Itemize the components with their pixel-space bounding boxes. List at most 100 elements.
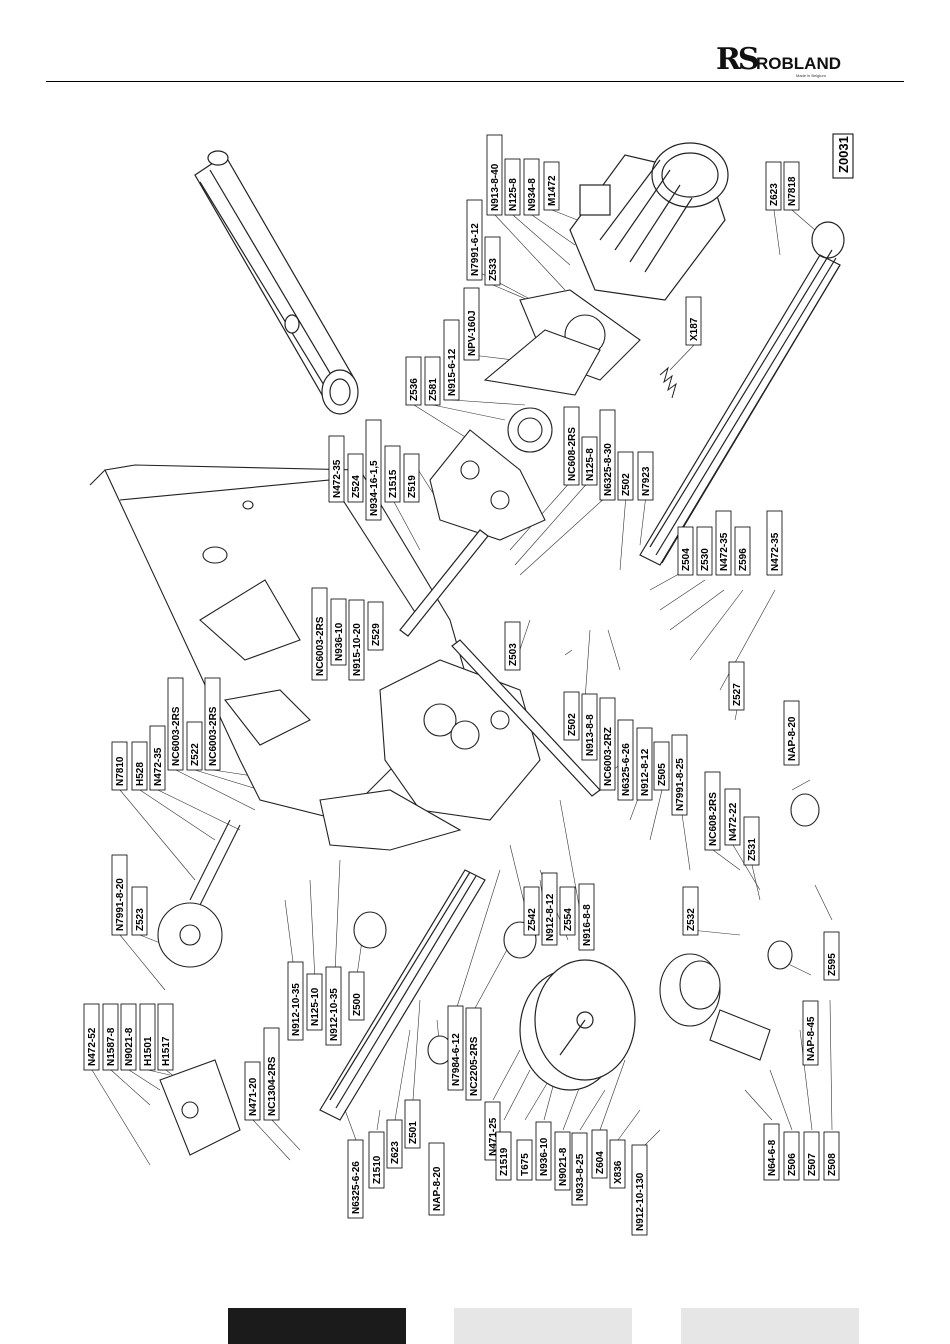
svg-text:NC6003-2RS: NC6003-2RS (315, 616, 326, 676)
pulley-bearing-housing (429, 407, 553, 541)
part-label: N7923 (637, 451, 654, 501)
svg-text:NAP-8-20: NAP-8-20 (432, 1166, 443, 1211)
part-label: T675 (516, 1139, 533, 1181)
part-label: NPV-160J (463, 287, 480, 361)
part-label: Z522 (186, 721, 203, 771)
part-label: N7810 (111, 741, 128, 791)
svg-text:N9021-8: N9021-8 (124, 1027, 135, 1066)
svg-text:Z533: Z533 (488, 258, 499, 281)
svg-text:N912-10-130: N912-10-130 (635, 1172, 646, 1231)
part-label: N471-20 (244, 1061, 261, 1121)
svg-text:N916-8-8: N916-8-8 (582, 904, 593, 946)
svg-text:Z527: Z527 (732, 683, 743, 706)
part-label: NC1304-2RS (263, 1027, 280, 1121)
svg-text:N934-16-1,5: N934-16-1,5 (369, 460, 380, 516)
svg-text:N913-8-40: N913-8-40 (490, 163, 501, 211)
part-label: N9021-8 (554, 1131, 571, 1191)
svg-text:Z508: Z508 (827, 1153, 838, 1176)
svg-text:Z532: Z532 (686, 908, 697, 931)
svg-text:Z531: Z531 (747, 838, 758, 861)
svg-text:Z1519: Z1519 (499, 1147, 510, 1176)
part-label: Z595 (823, 931, 840, 981)
part-label: N7991-8-25 (671, 734, 688, 816)
part-label: Z554 (559, 886, 576, 936)
svg-text:Z506: Z506 (787, 1153, 798, 1176)
motor-plate (483, 289, 641, 396)
svg-text:Z502: Z502 (567, 713, 578, 736)
part-label: H528 (131, 741, 148, 791)
part-label: Z523 (131, 886, 148, 936)
svg-text:N7991-8-25: N7991-8-25 (675, 758, 686, 811)
part-label: NC608-2RS (563, 406, 580, 486)
part-label: Z504 (677, 526, 694, 576)
svg-text:N472-22: N472-22 (728, 802, 739, 841)
part-label: NC6003-2RS (311, 587, 328, 681)
part-label: N125-8 (504, 158, 521, 216)
svg-text:X836: X836 (613, 1160, 624, 1184)
svg-text:N471-20: N471-20 (248, 1077, 259, 1116)
part-label: Z530 (696, 526, 713, 576)
svg-text:N934-8: N934-8 (527, 178, 538, 211)
svg-text:N9021-8: N9021-8 (558, 1147, 569, 1186)
svg-text:Z623: Z623 (390, 1141, 401, 1164)
part-label: N934-8 (523, 158, 540, 216)
part-label: N472-35 (149, 725, 166, 791)
svg-text:NAP-8-20: NAP-8-20 (787, 716, 798, 761)
svg-text:N471-25: N471-25 (488, 1117, 499, 1156)
part-label: N912-10-35 (325, 966, 342, 1046)
part-label: M1472 (543, 161, 560, 211)
svg-text:N472-35: N472-35 (770, 532, 781, 571)
robland-logo: RS ROBLAND Made in Belgium (716, 40, 866, 80)
svg-text:N936-10: N936-10 (334, 622, 345, 661)
svg-text:NC608-2RS: NC608-2RS (708, 792, 719, 846)
svg-text:N912-8-12: N912-8-12 (640, 748, 651, 796)
part-label: N912-10-35 (287, 961, 304, 1041)
svg-text:Z501: Z501 (408, 1121, 419, 1144)
part-label: Z581 (424, 356, 441, 406)
svg-text:Z604: Z604 (595, 1151, 606, 1174)
svg-text:N6325-6-26: N6325-6-26 (621, 743, 632, 796)
part-label: Z506 (783, 1131, 800, 1181)
motor (569, 142, 729, 301)
svg-text:Z504: Z504 (681, 548, 692, 571)
part-label: N472-52 (83, 1003, 100, 1071)
part-label: N125-10 (306, 973, 323, 1031)
svg-text:Z503: Z503 (508, 643, 519, 666)
footer-tab (454, 1308, 632, 1344)
mount-bracket (159, 1059, 241, 1156)
part-label: H1501 (139, 1003, 156, 1071)
svg-text:M1472: M1472 (547, 175, 558, 206)
svg-text:Z529: Z529 (371, 623, 382, 646)
part-label: N6325-6-26 (617, 719, 634, 801)
svg-text:N472-35: N472-35 (332, 459, 343, 498)
part-label: N6325-8-30 (599, 409, 616, 501)
part-label: NC2205-2RS (465, 1007, 482, 1101)
part-label: NAP-8-20 (428, 1142, 445, 1216)
svg-text:Z502: Z502 (621, 473, 632, 496)
svg-text:Z507: Z507 (807, 1153, 818, 1176)
svg-text:Z522: Z522 (190, 743, 201, 766)
svg-text:NC6003-2RS: NC6003-2RS (171, 706, 182, 766)
svg-text:Z581: Z581 (428, 378, 439, 401)
part-label: Z501 (404, 1099, 421, 1149)
svg-text:Z536: Z536 (409, 378, 420, 401)
part-label: N913-8-8 (581, 693, 598, 761)
svg-text:N7984-6-12: N7984-6-12 (451, 1033, 462, 1086)
svg-text:NC1304-2RS: NC1304-2RS (267, 1056, 278, 1116)
part-label: NC6003-2RS (204, 677, 221, 771)
part-label: Z524 (347, 453, 364, 503)
svg-text:T675: T675 (520, 1153, 531, 1176)
part-label: N933-8-25 (571, 1132, 588, 1206)
part-label: Z505 (653, 741, 670, 791)
svg-text:N912-10-35: N912-10-35 (291, 983, 302, 1036)
logo-mark: RS (716, 42, 760, 77)
part-label: N912-8-12 (541, 872, 558, 946)
spring (659, 366, 677, 399)
part-label: Z502 (563, 691, 580, 741)
svg-text:N912-10-35: N912-10-35 (329, 988, 340, 1041)
footer-tab-active (228, 1308, 406, 1344)
svg-text:N933-8-25: N933-8-25 (575, 1153, 586, 1201)
scoring-blade (157, 819, 241, 968)
part-label: Z1515 (384, 445, 401, 503)
part-label: Z503 (504, 621, 521, 671)
